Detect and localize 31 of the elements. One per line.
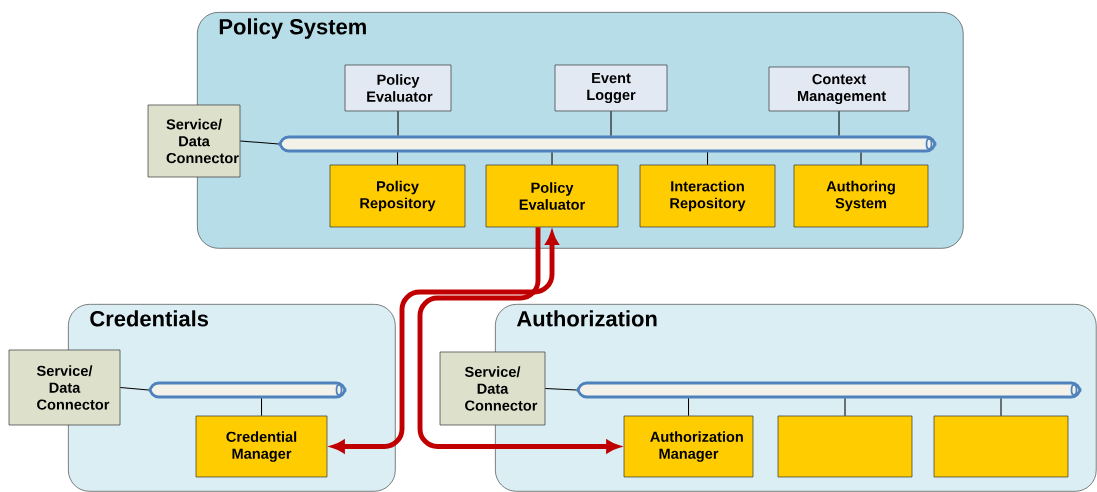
component-box: Policy Evaluator (485, 164, 619, 228)
connector-box: Service/ Data Connector (147, 104, 241, 178)
connector-line (261, 397, 263, 417)
component-box: Context Management (768, 66, 910, 112)
component-box (777, 415, 913, 478)
component-box: Authoring System (793, 164, 929, 228)
connector-line (1000, 397, 1002, 417)
connector-line (610, 110, 612, 137)
connector-line (119, 386, 150, 391)
connector-line (397, 110, 399, 137)
pipe-bus (576, 381, 1082, 399)
component-box: Interaction Repository (639, 164, 776, 228)
component-box (933, 415, 1069, 478)
panel-title: Policy System (219, 18, 366, 39)
component-box: Policy Repository (329, 164, 466, 228)
pipe-bus (148, 381, 347, 399)
connector-line (551, 151, 553, 166)
connector-line (860, 151, 862, 166)
connector-line (707, 151, 709, 166)
pipe-bus (278, 135, 937, 153)
connector-line (844, 397, 846, 417)
connector-line (688, 397, 690, 417)
component-box: Event Logger (554, 64, 668, 112)
connector-box: Service/ Data Connector (8, 349, 121, 426)
component-box: Policy Evaluator (344, 64, 452, 112)
connector-line (397, 151, 399, 166)
component-box: Authorization Manager (623, 415, 754, 478)
panel-title: Credentials (90, 310, 209, 327)
connector-line (239, 140, 280, 145)
component-box: Credential Manager (195, 415, 328, 478)
connector-line (838, 110, 840, 137)
